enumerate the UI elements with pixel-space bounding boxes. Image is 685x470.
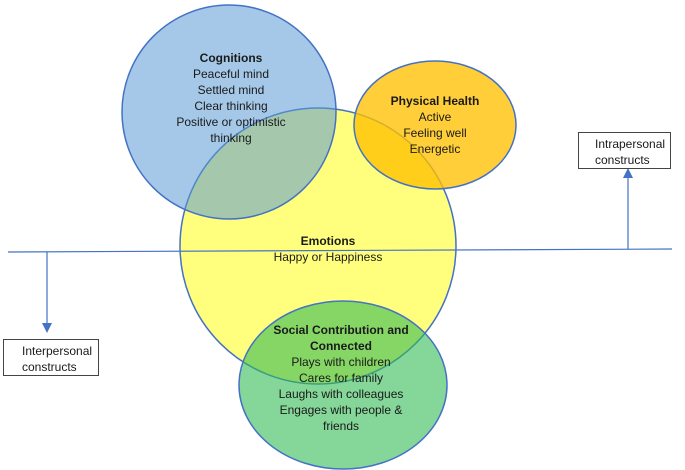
social-contribution-item: Cares for family (298, 371, 384, 385)
cognitions-title: Cognitions (199, 51, 263, 65)
social-contribution-ellipse (238, 300, 448, 470)
social-contribution-item: Engages with people & (279, 403, 403, 417)
physical-health-item: Active (418, 110, 452, 124)
social-contribution-item: Plays with children (291, 355, 391, 369)
emotions-title: Emotions (300, 234, 356, 248)
social-contribution-label: Social Contribution and Connected Plays … (266, 322, 416, 434)
cognitions-item: Positive or optimistic (176, 115, 286, 129)
physical-health-ellipse (353, 60, 517, 190)
intrapersonal-line: Intrapersonal (595, 137, 666, 151)
interpersonal-line: Interpersonal (22, 344, 93, 358)
physical-health-title: Physical Health (390, 94, 480, 108)
intrapersonal-constructs-box: Intrapersonal constructs (578, 132, 671, 169)
intrapersonal-arrow-head (623, 168, 633, 178)
physical-health-label: Physical Health Active Feeling well Ener… (380, 93, 490, 157)
cognitions-circle (121, 4, 337, 220)
emotions-item: Happy or Happiness (273, 250, 383, 264)
intrapersonal-line: constructs (595, 153, 650, 167)
social-contribution-item: Laughs with colleagues (278, 387, 404, 401)
physical-health-item: Feeling well (403, 126, 467, 140)
social-contribution-title-line: Social Contribution and (273, 323, 409, 337)
social-contribution-item: friends (322, 419, 360, 433)
cognitions-item: Clear thinking (194, 99, 268, 113)
physical-health-item: Energetic (409, 142, 461, 156)
interpersonal-constructs-box: Interpersonal constructs (3, 339, 99, 376)
cognitions-item: Peaceful mind (192, 67, 270, 81)
cognitions-item: Settled mind (197, 83, 265, 97)
emotions-label: Emotions Happy or Happiness (258, 233, 398, 265)
interpersonal-line: constructs (22, 360, 77, 374)
divider-axis-line (7, 248, 673, 253)
cognitions-item: thinking (210, 131, 252, 145)
cognitions-label: Cognitions Peaceful mind Settled mind Cl… (160, 50, 302, 146)
interpersonal-arrow-head (42, 323, 52, 333)
social-contribution-title-line: Connected (309, 339, 372, 353)
